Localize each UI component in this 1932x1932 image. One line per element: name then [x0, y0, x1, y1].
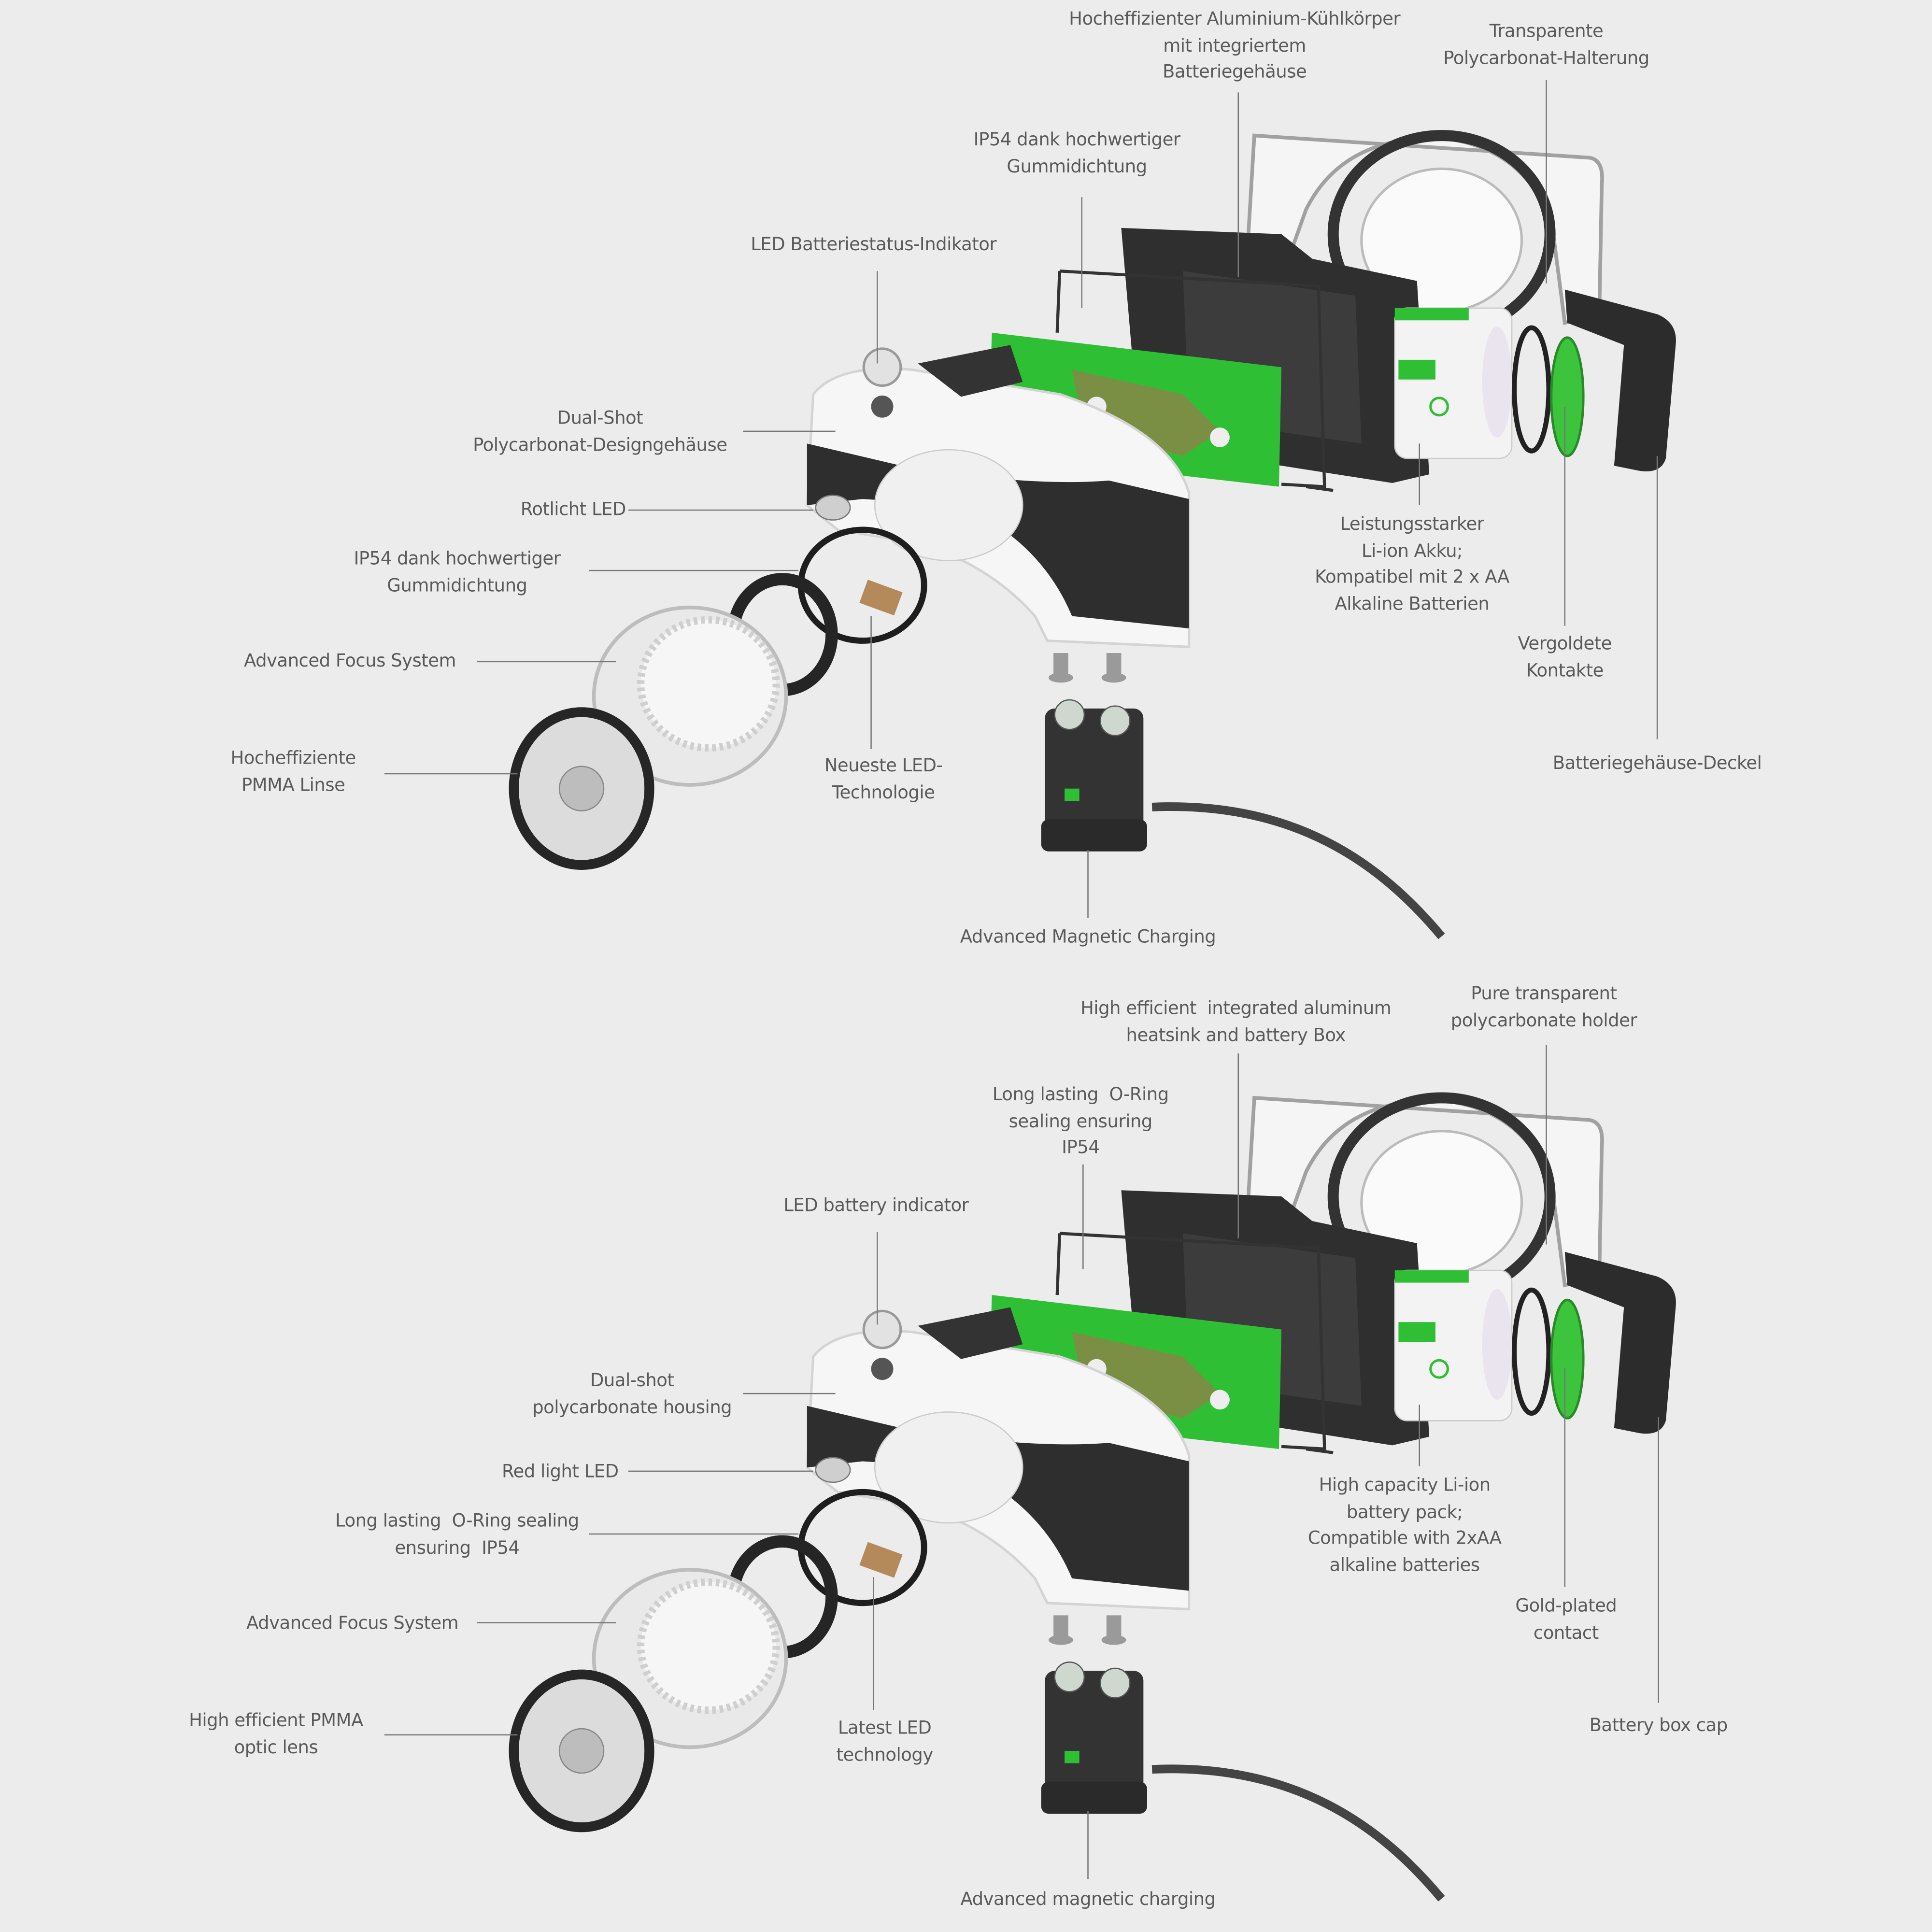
label-line: alkaline batteries: [1329, 1555, 1480, 1576]
label-line: High efficient PMMA: [189, 1711, 363, 1732]
leader-lines-english: [384, 1045, 1659, 1879]
label-line: Rotlicht LED: [520, 500, 626, 520]
label-line: Long lasting O-Ring: [992, 1085, 1169, 1106]
label-line: Dual-Shot: [557, 409, 643, 429]
label-line: Advanced magnetic charging: [960, 1890, 1216, 1910]
label-line: Technologie: [832, 783, 935, 803]
label-line: Latest LED: [838, 1719, 932, 1739]
label-line: Batteriegehäuse: [1162, 63, 1307, 83]
label-charging-de: Advanced Magnetic Charging: [960, 925, 1216, 952]
label-line: optic lens: [234, 1738, 318, 1758]
label-cap-en: Battery box cap: [1590, 1714, 1728, 1740]
label-battery-indicator-de: LED Batteriestatus-Indikator: [751, 233, 996, 259]
label-line: Neueste LED-: [824, 756, 943, 777]
label-line: LED battery indicator: [783, 1196, 969, 1216]
label-line: ensuring IP54: [395, 1538, 520, 1558]
label-line: contact: [1533, 1623, 1599, 1643]
label-line: Transparente: [1489, 22, 1604, 42]
label-line: Pure transparent: [1471, 984, 1617, 1005]
label-line: Kontakte: [1526, 661, 1604, 681]
label-line: IP54 dank hochwertiger: [354, 549, 561, 569]
label-housing-en: Dual-shot polycarbonate housing: [532, 1369, 732, 1422]
label-line: Battery box cap: [1589, 1716, 1728, 1736]
label-line: High capacity Li-ion: [1319, 1476, 1491, 1496]
label-line: Leistungsstarker: [1340, 515, 1484, 535]
label-line: Polycarbonat-Halterung: [1443, 48, 1649, 69]
label-heatsink-en: High efficient integrated aluminum heatsi…: [1080, 997, 1392, 1050]
label-line: heatsink and battery Box: [1126, 1025, 1346, 1046]
label-line: Gummidichtung: [1007, 157, 1147, 177]
label-red-led-de: Rotlicht LED: [521, 498, 626, 525]
label-line: Vergoldete: [1518, 634, 1612, 654]
label-lens-en: High efficient PMMA optic lens: [189, 1709, 363, 1762]
label-battery-indicator-en: LED battery indicator: [783, 1194, 969, 1221]
label-line: Polycarbonat-Designgehäuse: [473, 435, 727, 455]
label-led-tech-de: Neueste LED- Technologie: [824, 754, 943, 807]
label-led-tech-en: Latest LED technology: [836, 1717, 933, 1770]
label-line: Alkaline Batterien: [1335, 594, 1490, 614]
label-line: IP54 dank hochwertiger: [973, 130, 1180, 151]
label-holder-en: Pure transparent polycarbonate holder: [1451, 982, 1637, 1035]
label-line: Hocheffizienter Aluminium-Kühlkörper: [1069, 10, 1401, 30]
label-line: Hocheffiziente: [230, 749, 356, 769]
label-line: Gold-plated: [1515, 1597, 1617, 1617]
label-charging-en: Advanced magnetic charging: [960, 1888, 1216, 1914]
label-line: sealing ensuring: [1009, 1112, 1153, 1132]
label-line: mit integriertem: [1163, 36, 1306, 57]
label-line: technology: [836, 1745, 933, 1765]
label-line: High efficient integrated aluminum: [1080, 999, 1392, 1019]
label-line: PMMA Linse: [241, 775, 345, 796]
label-oring-front-en: Long lasting O-Ring sealing ensuring IP54: [335, 1509, 579, 1563]
leader-lines-german: [384, 80, 1658, 918]
label-line: IP54: [1062, 1138, 1100, 1158]
label-line: Kompatibel mit 2 x AA: [1315, 568, 1509, 588]
label-line: Gummidichtung: [387, 576, 527, 596]
label-line: Advanced Magnetic Charging: [960, 927, 1216, 948]
label-focus-de: Advanced Focus System: [244, 649, 456, 676]
headlamp-exploded-view-english: [514, 1098, 1676, 1899]
label-line: polycarbonate housing: [532, 1398, 732, 1418]
label-red-led-en: Red light LED: [502, 1460, 619, 1487]
label-line: LED Batteriestatus-Indikator: [751, 235, 997, 256]
label-line: Long lasting O-Ring sealing: [335, 1512, 579, 1532]
label-focus-en: Advanced Focus System: [246, 1612, 459, 1638]
label-line: Dual-shot: [590, 1371, 674, 1392]
label-line: Advanced Focus System: [246, 1614, 459, 1634]
label-battery-en: High capacity Li-ion battery pack; Compati…: [1308, 1474, 1502, 1579]
label-line: Li-ion Akku;: [1361, 541, 1463, 561]
label-heatsink-de: Hocheffizienter Aluminium-Kühlkörper mit …: [1069, 7, 1400, 87]
label-line: battery pack;: [1346, 1502, 1463, 1522]
label-line: Advanced Focus System: [243, 652, 456, 672]
label-line: Compatible with 2xAA: [1307, 1529, 1502, 1549]
label-line: Red light LED: [501, 1463, 619, 1482]
label-cap-de: Batteriegehäuse-Deckel: [1553, 752, 1762, 778]
label-contacts-en: Gold-plated contact: [1515, 1594, 1617, 1648]
label-line: Batteriegehäuse-Deckel: [1552, 754, 1762, 774]
label-line: polycarbonate holder: [1450, 1011, 1637, 1031]
